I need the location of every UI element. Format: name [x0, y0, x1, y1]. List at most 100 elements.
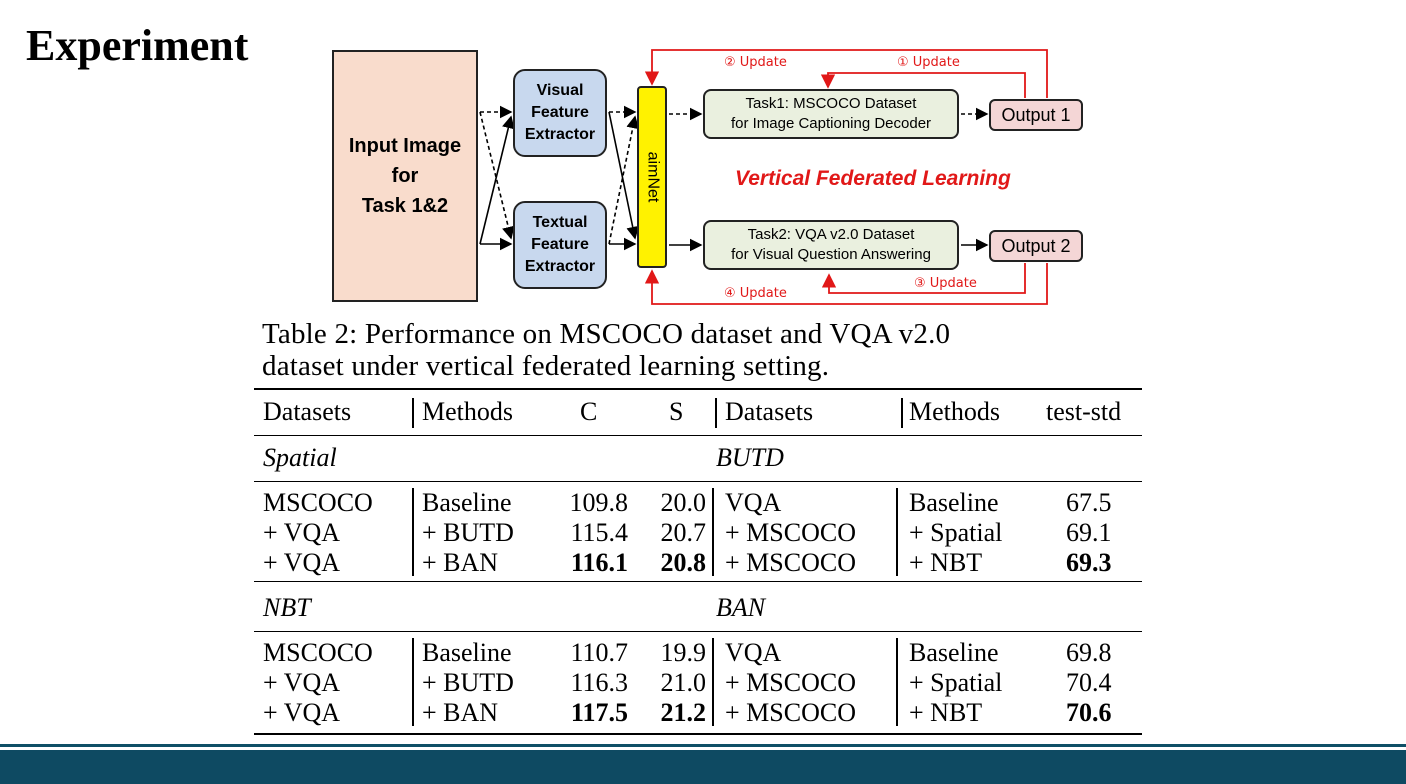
g1-r1-test: 67.5 — [1066, 488, 1112, 517]
output1-box: Output 1 — [989, 99, 1083, 131]
textual-fe-line-2: Feature — [531, 236, 589, 253]
group2-right-label: BAN — [716, 593, 766, 622]
output2-box: Output 2 — [989, 230, 1083, 262]
g2-r2-c: 116.3 — [570, 668, 628, 697]
g2-r2-ds: + VQA — [263, 668, 341, 697]
g1-r2-method2: + Spatial — [909, 518, 1003, 547]
footer-bar — [0, 750, 1406, 784]
vbar — [412, 638, 414, 726]
vbar — [896, 638, 898, 726]
g1-r2-c: 115.4 — [570, 518, 628, 547]
g1-r3-c: 116.1 — [570, 548, 628, 577]
textual-fe-line-1: Textual — [532, 214, 588, 231]
input-line-2: for — [391, 165, 419, 187]
g2-r2-s: 21.0 — [660, 668, 707, 697]
g2-r1-s: 19.9 — [660, 638, 707, 667]
group1-right-label: BUTD — [716, 443, 784, 472]
header-methods-right: Methods — [909, 397, 1000, 426]
aimnet-box: aimNet — [637, 86, 667, 268]
g2-r2-ds2: + MSCOCO — [725, 668, 856, 697]
g1-r1-method: Baseline — [422, 488, 512, 517]
group2-left-label: NBT — [263, 593, 311, 622]
table-bottom-rule — [254, 733, 1142, 735]
g1-r3-test: 69.3 — [1066, 548, 1112, 577]
table-top-rule — [254, 388, 1142, 390]
update-4-label: ④ Update — [724, 286, 787, 301]
g2-r2-method2: + Spatial — [909, 668, 1003, 697]
vbar — [412, 398, 414, 428]
task2-line-1: Task2: VQA v2.0 Dataset — [747, 226, 915, 243]
vbar — [412, 488, 414, 576]
update-2-label: ② Update — [724, 55, 787, 70]
update-3-label: ③ Update — [914, 276, 977, 291]
g1-r3-s: 20.8 — [660, 548, 707, 577]
g2-r1-ds: MSCOCO — [263, 638, 373, 667]
input-line-1: Input Image — [348, 135, 462, 157]
visual-fe-line-2: Feature — [531, 104, 589, 121]
header-rule — [254, 435, 1142, 437]
task2-box: Task2: VQA v2.0 Dataset for Visual Quest… — [703, 220, 959, 270]
g1-r1-ds: MSCOCO — [263, 488, 373, 517]
g2-r1-method2: Baseline — [909, 638, 999, 667]
visual-feature-extractor-box: Visual Feature Extractor — [513, 69, 607, 157]
table-caption: Table 2: Performance on MSCOCO dataset a… — [262, 318, 1152, 382]
caption-line-1: Table 2: Performance on MSCOCO dataset a… — [262, 318, 951, 350]
g1-r3-method: + BAN — [422, 548, 499, 577]
g2-r2-method: + BUTD — [422, 668, 514, 697]
header-test-std: test-std — [1046, 397, 1122, 426]
g1-r1-ds2: VQA — [725, 488, 782, 517]
header-c: C — [580, 397, 598, 426]
aimnet-label: aimNet — [644, 151, 661, 203]
visual-fe-line-1: Visual — [536, 82, 584, 99]
g1-r2-method: + BUTD — [422, 518, 514, 547]
g2-r2-test: 70.4 — [1066, 668, 1112, 697]
g1-r1-method2: Baseline — [909, 488, 999, 517]
g2-r1-test: 69.8 — [1066, 638, 1112, 667]
task2-line-2: for Visual Question Answering — [731, 246, 931, 263]
vbar — [901, 398, 903, 428]
vfl-label: Vertical Federated Learning — [735, 167, 1011, 190]
g1-r2-ds2: + MSCOCO — [725, 518, 856, 547]
task1-line-1: Task1: MSCOCO Dataset — [745, 95, 917, 112]
vbar — [712, 488, 714, 576]
task1-box: Task1: MSCOCO Dataset for Image Captioni… — [703, 89, 959, 139]
visual-fe-line-3: Extractor — [524, 126, 596, 143]
g2-r3-s: 21.2 — [660, 698, 707, 727]
g2-r3-ds: + VQA — [263, 698, 341, 727]
header-datasets-right: Datasets — [725, 397, 814, 426]
vbar — [712, 638, 714, 726]
diagram-arrows — [479, 49, 1048, 305]
g2-r3-method: + BAN — [422, 698, 499, 727]
vbar — [715, 398, 717, 428]
g1-r2-s: 20.7 — [660, 518, 707, 547]
g1-r3-method2: + NBT — [909, 548, 983, 577]
g1-r3-ds: + VQA — [263, 548, 341, 577]
header-s: S — [669, 397, 684, 426]
g2-r3-test: 70.6 — [1066, 698, 1112, 727]
g2-r1-method: Baseline — [422, 638, 512, 667]
group1-end-rule — [254, 581, 1142, 583]
g2-r1-c: 110.7 — [570, 638, 628, 667]
g2-r3-c: 117.5 — [570, 698, 628, 727]
g1-r2-test: 69.1 — [1066, 518, 1112, 547]
update-1-label: ① Update — [897, 55, 960, 70]
g2-r3-ds2: + MSCOCO — [725, 698, 856, 727]
vfl-diagram: Input Image for Task 1&2 Visual Feature … — [0, 0, 1406, 320]
g2-r3-method2: + NBT — [909, 698, 983, 727]
footer-accent-line — [0, 744, 1406, 747]
g2-r1-ds2: VQA — [725, 638, 782, 667]
g1-r2-ds: + VQA — [263, 518, 341, 547]
slide-title: Experiment — [26, 21, 249, 70]
input-image-box: Input Image for Task 1&2 — [332, 50, 478, 302]
vbar — [896, 488, 898, 576]
header-datasets-left: Datasets — [263, 397, 352, 426]
header-methods-left: Methods — [422, 397, 513, 426]
input-line-3: Task 1&2 — [361, 195, 449, 217]
g1-r1-c: 109.8 — [569, 488, 629, 517]
group1-left-label: Spatial — [263, 443, 337, 472]
g1-r1-s: 20.0 — [660, 488, 707, 517]
group2-label-rule — [254, 631, 1142, 633]
textual-fe-line-3: Extractor — [524, 258, 596, 275]
caption-line-2: dataset under vertical federated learnin… — [262, 350, 830, 382]
group1-label-rule — [254, 481, 1142, 483]
